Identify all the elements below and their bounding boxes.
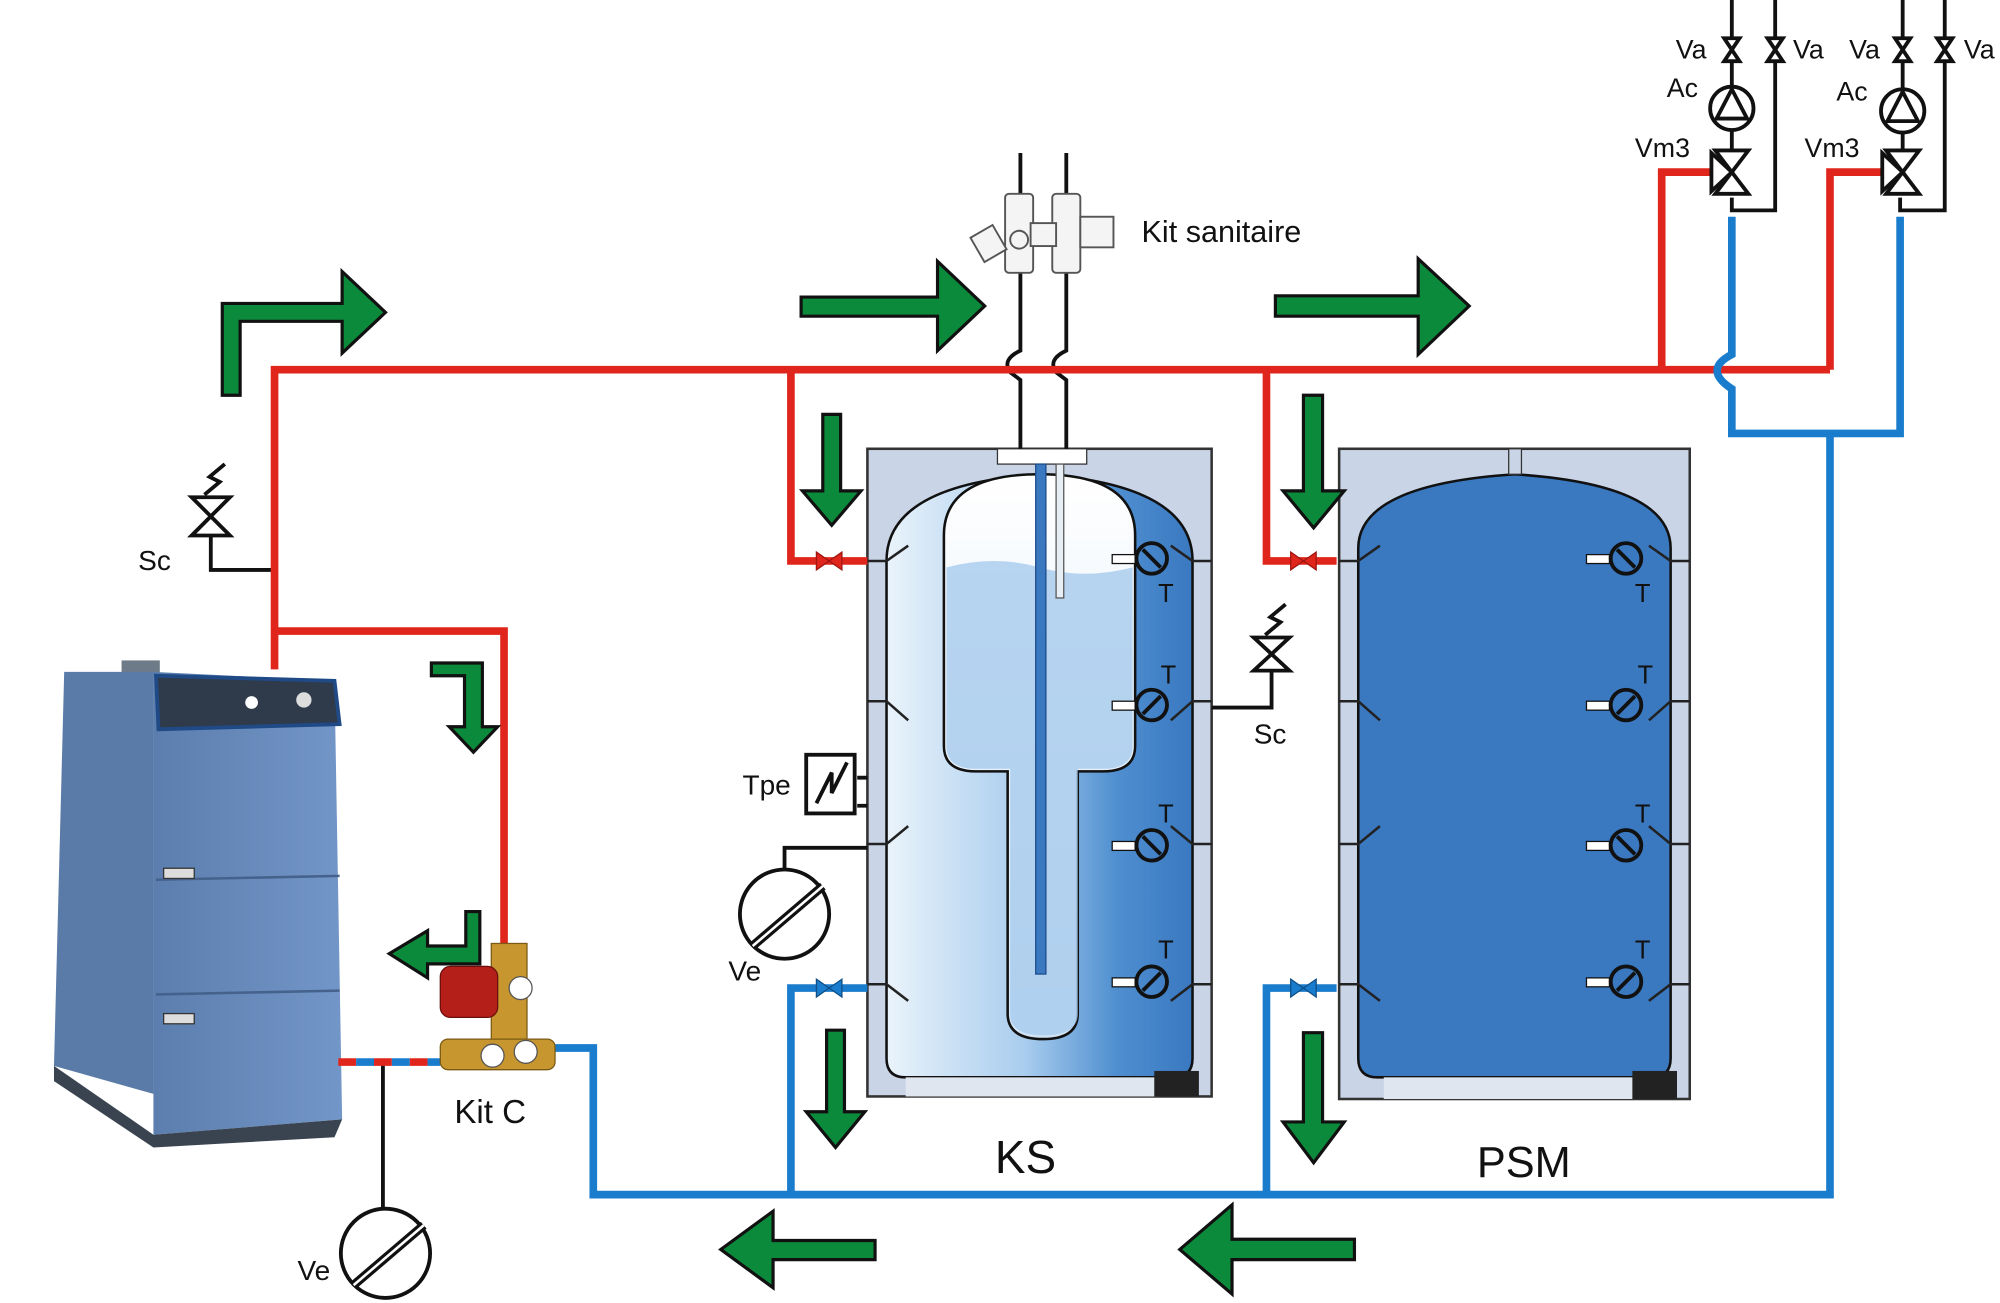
flow-arrow-icon <box>799 257 988 355</box>
thermometer-icon <box>1585 964 1644 999</box>
valve-icon <box>1290 977 1317 999</box>
valve-icon <box>1290 550 1317 572</box>
flow-arrow-icon <box>1279 1031 1348 1166</box>
isolation-valve-label: Va <box>1964 35 1995 65</box>
safety-valve-icon <box>187 462 235 538</box>
valve-icon <box>1891 36 1914 64</box>
sensor-label: T <box>1635 800 1651 828</box>
valve-icon <box>1933 36 1956 64</box>
flow-arrow-icon <box>429 661 502 755</box>
expansion-vessel-label: Ve <box>728 955 761 986</box>
thermometer-icon <box>1111 541 1169 576</box>
sensor-label: T <box>1635 580 1651 608</box>
mixing-valve-icon <box>1709 148 1735 196</box>
inline-valves <box>815 550 1317 999</box>
boiler <box>53 660 343 1148</box>
safety-valve-label: Sc <box>138 545 171 576</box>
isolation-valve-label: Va <box>1793 35 1824 65</box>
flow-arrows <box>220 255 1472 1298</box>
flow-arrow-icon <box>1273 255 1472 359</box>
sensor-label: T <box>1158 580 1174 608</box>
mixing-valve-label: Vm3 <box>1635 133 1690 163</box>
sensor-label: T <box>1158 937 1174 965</box>
ks-tank-label: KS <box>995 1131 1056 1183</box>
flow-arrow-icon <box>802 1028 869 1150</box>
valve-icon <box>815 550 843 572</box>
sensor-labels: T T T T T T T T <box>1158 580 1653 965</box>
thermostat-icon <box>804 752 857 816</box>
psm-tank-label: PSM <box>1477 1139 1571 1187</box>
dhw-circuit-left <box>1708 36 1787 196</box>
flow-arrow-icon <box>386 909 482 981</box>
kit-sanitaire-label: Kit sanitaire <box>1142 215 1302 249</box>
flow-arrow-icon <box>798 412 865 528</box>
flow-arrow-icon <box>718 1208 877 1291</box>
sensor-label: T <box>1637 661 1653 689</box>
isolation-valve-label: Va <box>1676 35 1707 65</box>
safety-valve-icon <box>1248 602 1295 673</box>
ks-jacket-ribs <box>867 544 1212 1002</box>
circulator-label: Ac <box>1836 77 1867 107</box>
tank-psm <box>1337 447 1692 1101</box>
thermometer-icon <box>1111 964 1169 999</box>
temperature-sensors <box>1111 541 1644 999</box>
circulator-label: Ac <box>1667 73 1698 103</box>
tank-ks <box>866 447 1213 1098</box>
thermometer-icon <box>1585 828 1644 863</box>
sensor-label: T <box>1161 661 1177 689</box>
dhw-circuit-right <box>1879 36 1956 196</box>
thermostat-label: Tpe <box>742 769 790 800</box>
flow-arrow-icon <box>1177 1201 1357 1298</box>
mixing-valve-icon <box>1880 148 1906 196</box>
mixing-valve-label: Vm3 <box>1804 133 1859 163</box>
flow-arrow-icon <box>220 267 388 397</box>
valve-icon <box>815 977 843 999</box>
kit-c-label: Kit C <box>454 1094 526 1131</box>
expansion-vessel-label: Ve <box>298 1255 331 1286</box>
expansion-vessel-icon <box>737 867 832 961</box>
valve-icon <box>1720 36 1744 64</box>
valve-icon <box>1763 36 1787 64</box>
isolation-valve-label: Va <box>1849 35 1880 65</box>
thermometer-icon <box>1585 541 1644 576</box>
thermometer-icon <box>1585 687 1644 723</box>
sensor-label: T <box>1158 800 1174 828</box>
expansion-vessel-icon <box>338 1206 433 1300</box>
flow-arrow-icon <box>1279 393 1348 531</box>
safety-valve-label: Sc <box>1254 718 1287 749</box>
thermometer-icon <box>1111 687 1169 723</box>
thermometer-icon <box>1111 828 1169 863</box>
kit-sanitaire-valve <box>969 192 1115 274</box>
kit-c-pump-group <box>439 942 556 1071</box>
sensor-label: T <box>1635 937 1651 965</box>
